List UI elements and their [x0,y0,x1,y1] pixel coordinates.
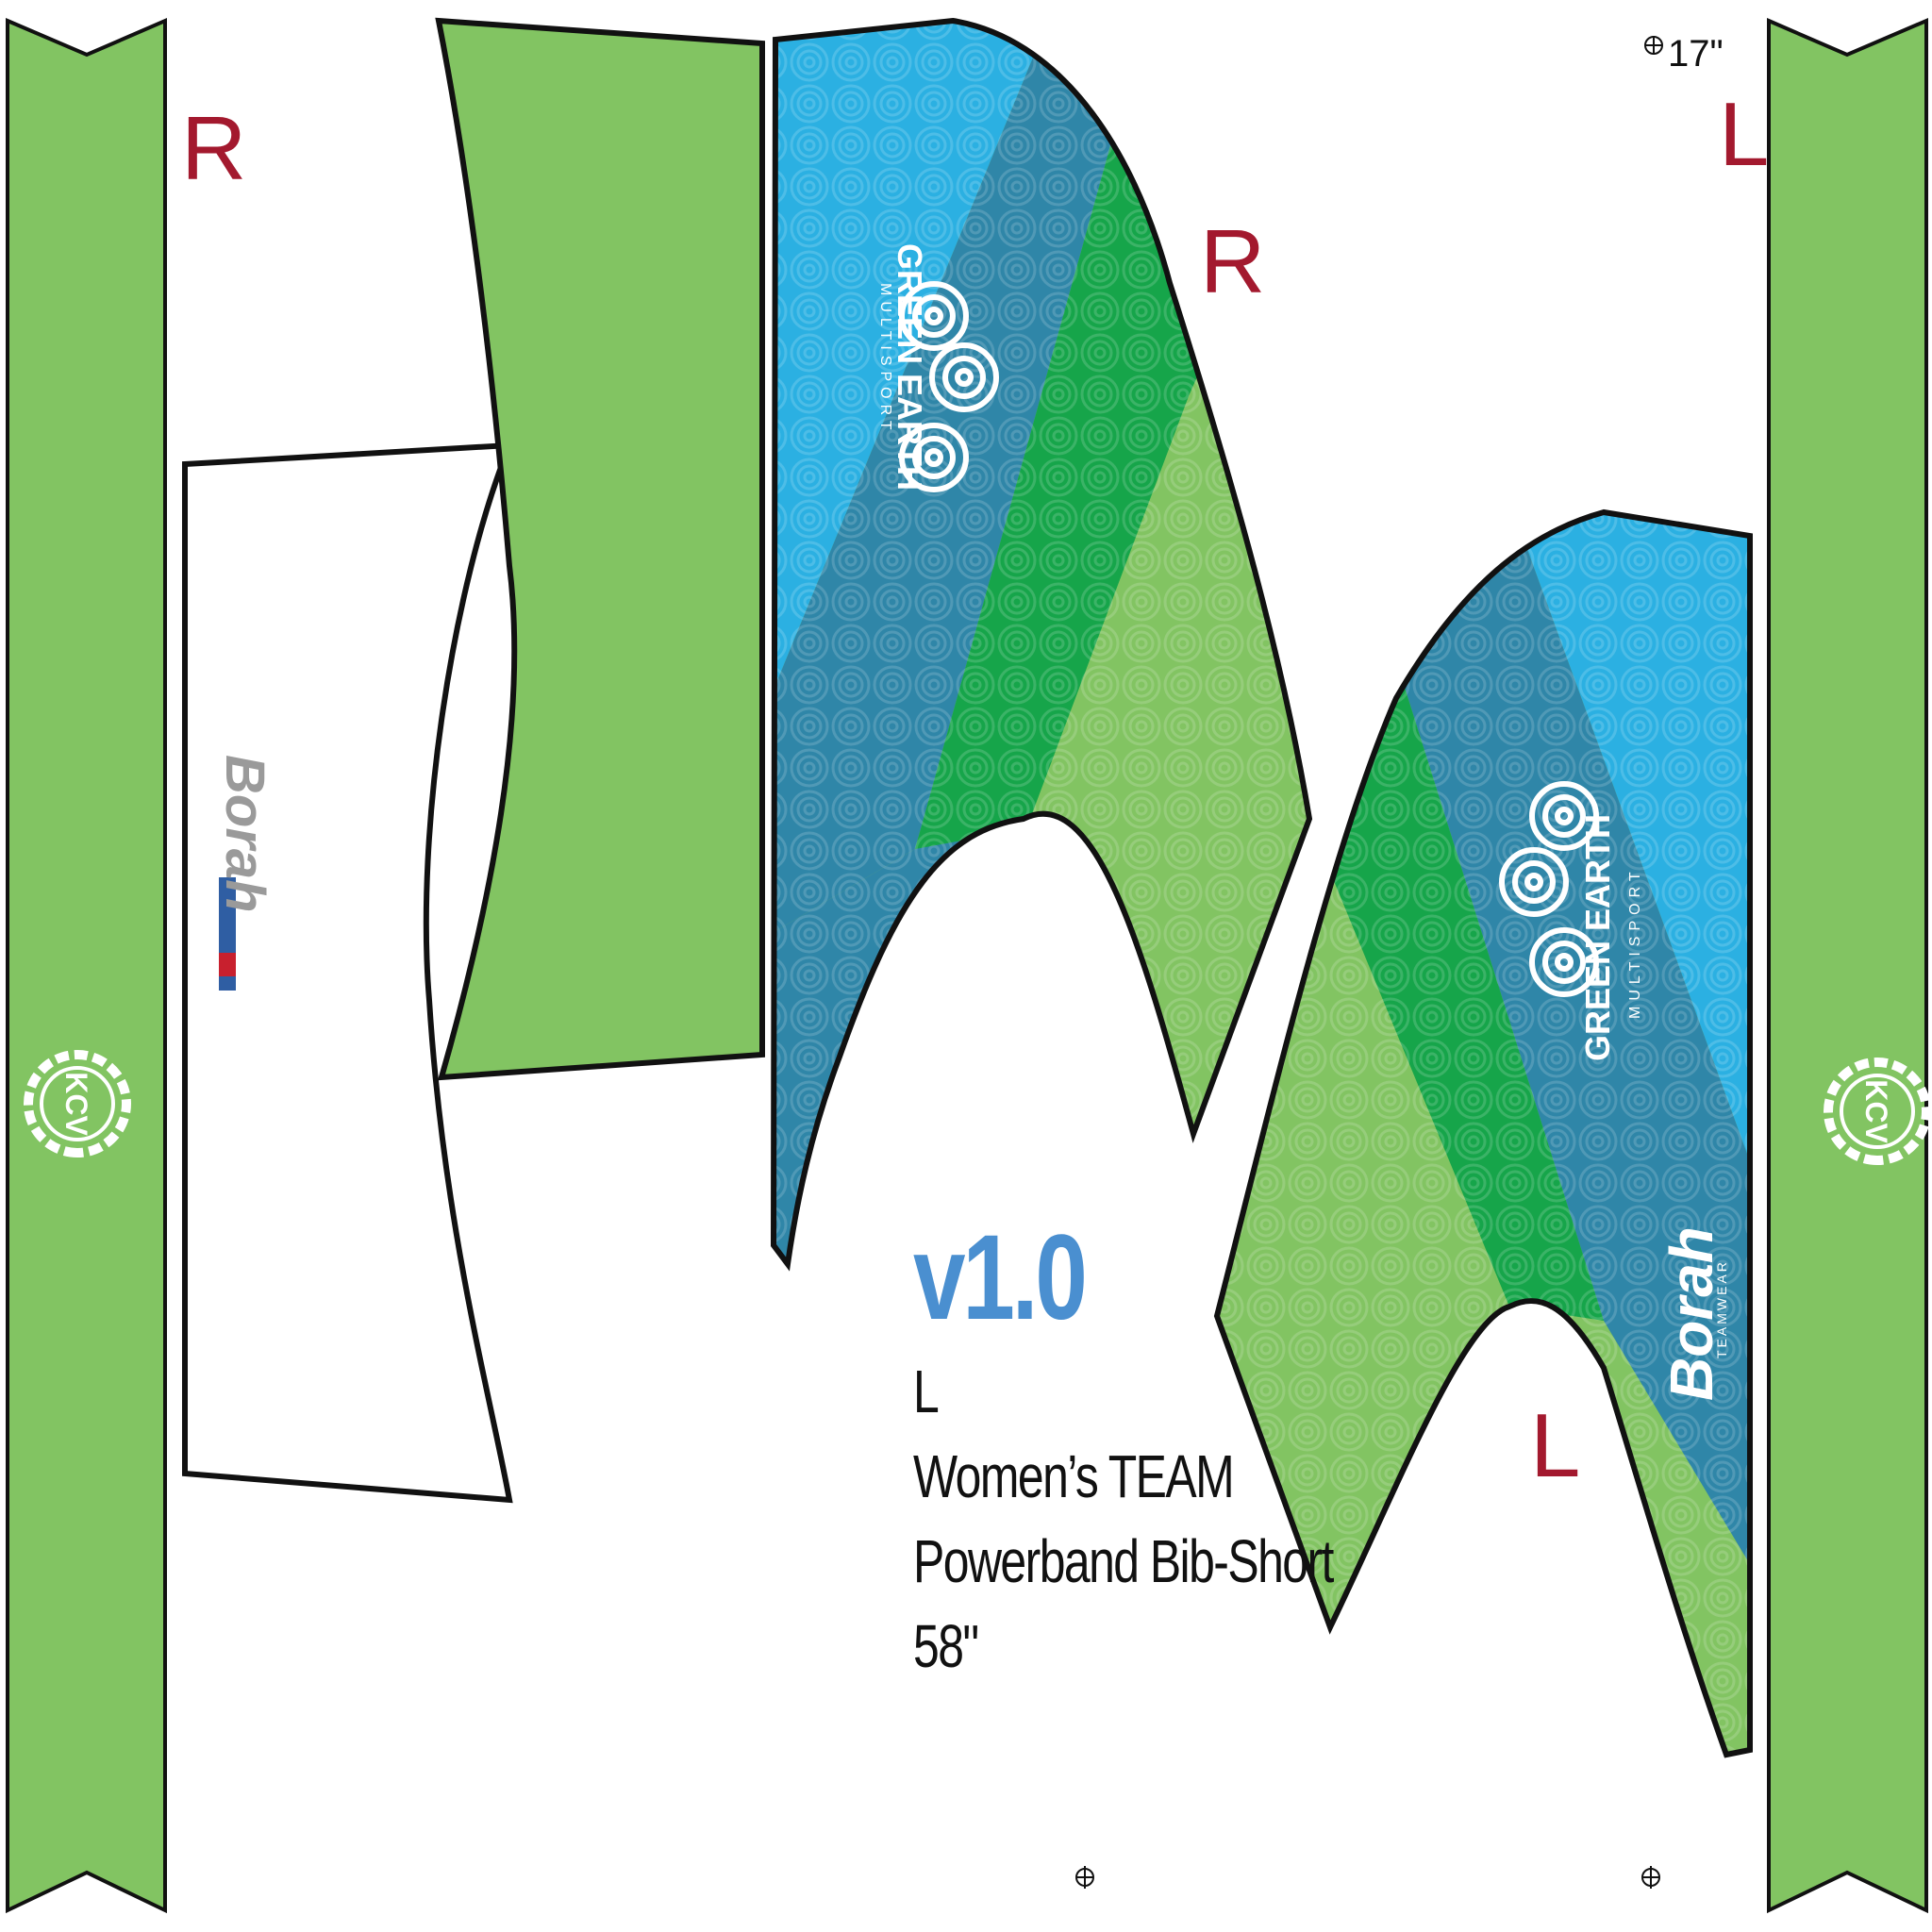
green-earth-logo-right: GREEN EARTH MULTISPORT [877,243,999,492]
garment-info-block: v1.0 L Women’s TEAM Powerband Bib-Short … [913,1208,1334,1689]
left-waistband-strip [6,17,167,1914]
kcv-logo-right-text: KCV [1859,1079,1893,1143]
kcv-logo-right: KCV [1824,1058,1931,1165]
green-earth-logo-left: GREEN EARTH MULTISPORT [1499,781,1643,1061]
left-label-bottom: L [1530,1395,1580,1496]
borah-logo-white-panel: Borah [214,755,275,991]
green-side-panel [435,17,765,1081]
crosshair-mark-bottom-right [1641,1866,1660,1889]
right-label-top: R [181,98,246,199]
borah-sub-left-leg: TEAMWEAR [1714,1259,1729,1358]
right-label-mid: R [1200,211,1265,312]
borah-logo-left-leg: Borah TEAMWEAR [1657,1226,1729,1401]
garment-line1: Women’s TEAM [913,1442,1235,1510]
left-label-top: L [1719,84,1769,185]
crosshair-mark-bottom-center [1075,1866,1094,1889]
right-leg-panel [770,17,1313,1272]
fabric-width-label: 58" [913,1612,979,1680]
spiral-icon [899,281,999,492]
version-label: v1.0 [913,1210,1088,1345]
size-mark-label: 17" [1668,33,1724,75]
multisport-name-right: MULTISPORT [877,283,893,436]
kcv-logo-left-text: KCV [59,1072,93,1136]
borah-name-left-leg: Borah [1657,1226,1725,1401]
green-earth-name-right: GREEN EARTH [891,243,929,491]
crosshair-mark-top [1644,36,1663,55]
spiral-icon [1499,781,1599,997]
kcv-logo-left: KCV [24,1050,131,1158]
garment-line2: Powerband Bib-Short [913,1527,1334,1595]
green-earth-name-left: GREEN EARTH [1578,814,1617,1061]
borah-name-white-panel: Borah [214,755,275,913]
white-side-panel [182,441,514,1504]
right-waistband-strip [1767,17,1928,1914]
size-label: L [913,1357,940,1425]
multisport-name-left: MULTISPORT [1627,866,1643,1019]
